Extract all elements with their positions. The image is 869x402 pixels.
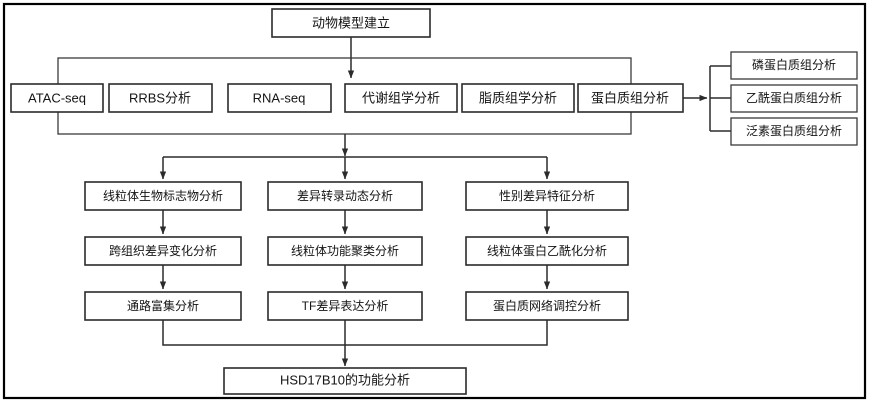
node-rrbs[interactable]: RRBS分析 [108,83,213,113]
node-label: 线粒体功能聚类分析 [291,243,399,258]
node-hsd17b10-function[interactable]: HSD17B10的功能分析 [223,367,467,395]
node-label: 泛素蛋白质组分析 [746,123,842,138]
node-diff-transcription[interactable]: 差异转录动态分析 [267,181,423,211]
node-label: 动物模型建立 [312,15,390,30]
node-mito-biomarker[interactable]: 线粒体生物标志物分析 [84,181,242,211]
node-phospho-proteomics[interactable]: 磷蛋白质组分析 [730,51,858,80]
node-rna-seq[interactable]: RNA-seq [227,83,332,113]
node-atac-seq[interactable]: ATAC-seq [10,83,104,113]
node-acetyl-proteomics[interactable]: 乙酰蛋白质组分析 [730,84,858,113]
node-label: RNA-seq [253,90,306,105]
node-label: HSD17B10的功能分析 [280,372,410,387]
node-pathway-enrichment[interactable]: 通路富集分析 [84,291,242,321]
node-proteomics[interactable]: 蛋白质组分析 [577,83,684,113]
node-label: 蛋白质网络调控分析 [493,298,601,313]
node-label: ATAC-seq [28,90,86,105]
node-label: 差异转录动态分析 [297,188,393,203]
node-label: 代谢组学分析 [362,90,440,105]
node-lipidomics[interactable]: 脂质组学分析 [461,83,575,113]
node-cross-tissue[interactable]: 跨组织差异变化分析 [84,236,242,266]
node-label: RRBS分析 [129,90,191,105]
node-metabolomics[interactable]: 代谢组学分析 [344,83,458,113]
node-label: 蛋白质组分析 [591,90,669,105]
node-label: 磷蛋白质组分析 [752,57,836,72]
node-label: TF差异表达分析 [302,299,389,313]
node-animal-model[interactable]: 动物模型建立 [271,8,431,38]
node-label: 脂质组学分析 [479,90,557,105]
node-ubiquitin-proteomics[interactable]: 泛素蛋白质组分析 [730,117,858,146]
node-label: 性别差异特征分析 [499,188,595,203]
node-tf-diff-expression[interactable]: TF差异表达分析 [267,291,423,321]
node-protein-network[interactable]: 蛋白质网络调控分析 [465,291,629,321]
merge-bus [162,320,548,346]
node-mito-protein-acetylation[interactable]: 线粒体蛋白乙酰化分析 [465,236,629,266]
node-label: 线粒体生物标志物分析 [103,188,223,203]
node-label: 线粒体蛋白乙酰化分析 [487,243,607,258]
node-sex-difference[interactable]: 性别差异特征分析 [465,181,629,211]
node-label: 通路富集分析 [127,298,199,313]
node-label: 跨组织差异变化分析 [109,243,217,258]
node-mito-function-cluster[interactable]: 线粒体功能聚类分析 [267,236,423,266]
node-label: 乙酰蛋白质组分析 [746,90,842,105]
